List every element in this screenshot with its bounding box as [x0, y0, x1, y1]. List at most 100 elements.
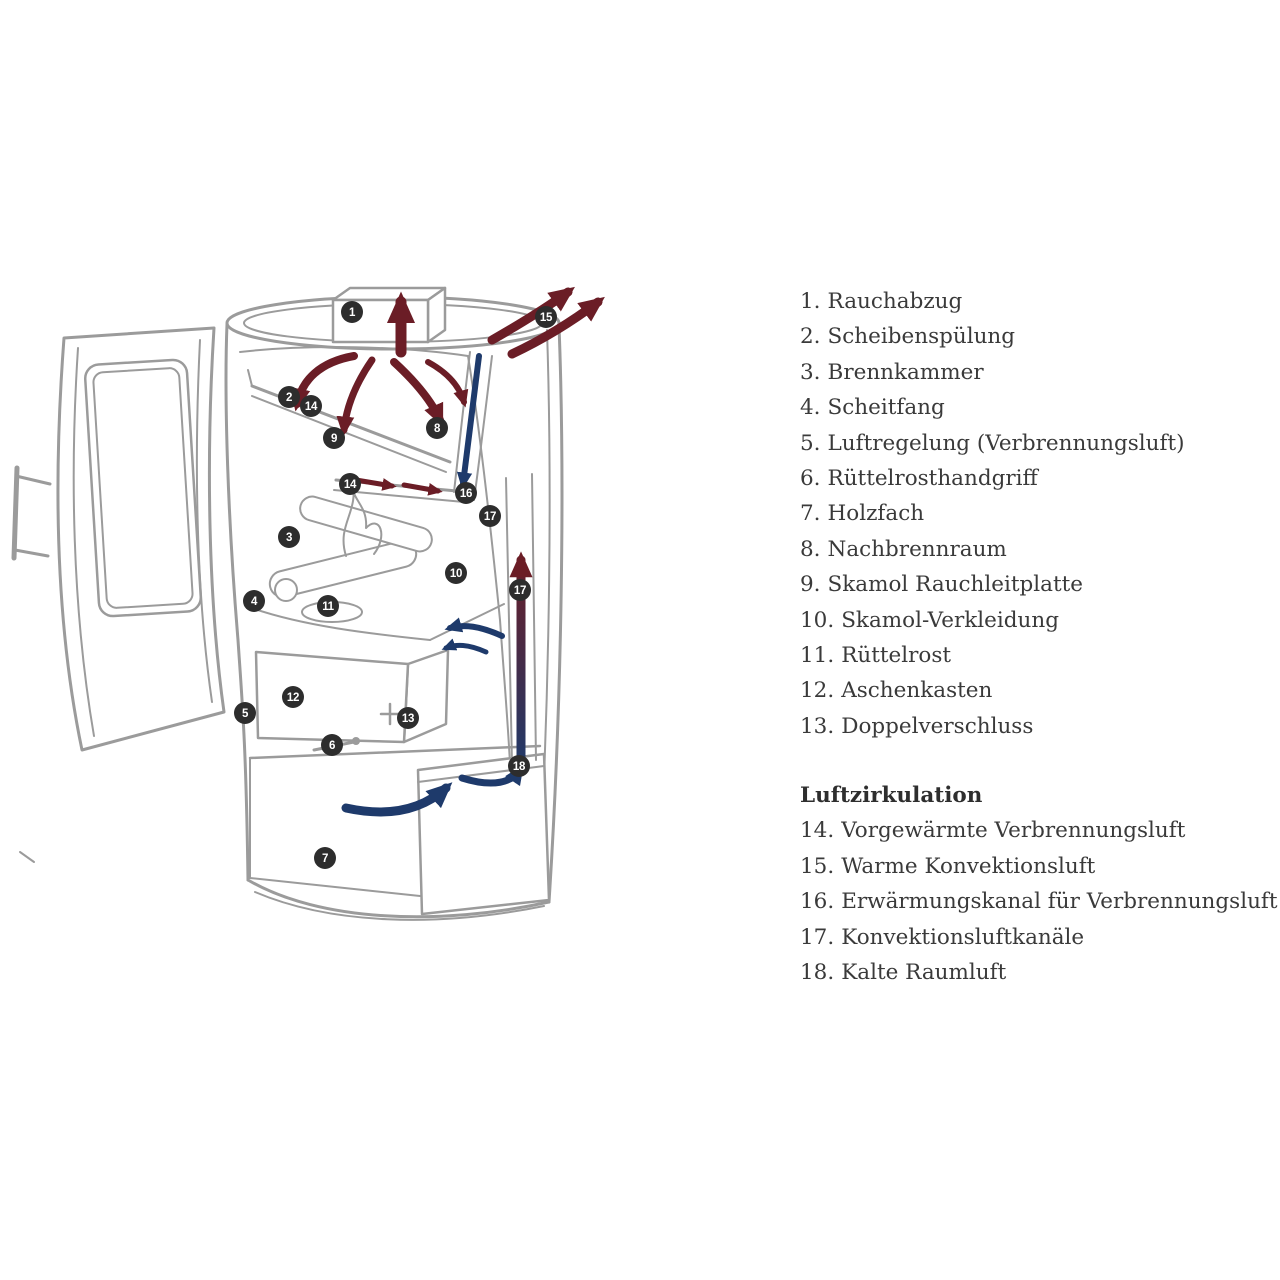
door-window — [83, 358, 203, 618]
legend-item-8: 8.Nachbrennraum — [800, 532, 1278, 567]
svg-text:16: 16 — [460, 488, 472, 500]
svg-text:15: 15 — [540, 312, 553, 324]
legend-number: 10. — [800, 607, 835, 633]
legend-item-18: 18.Kalte Raumluft — [800, 955, 1278, 990]
legend-label: Rauchabzug — [827, 289, 963, 314]
svg-text:17: 17 — [484, 511, 496, 523]
legend-number: 8. — [800, 536, 821, 562]
legend-item-2: 2.Scheibenspülung — [800, 319, 1278, 354]
legend-label: Skamol Rauchleitplatte — [827, 572, 1083, 598]
legend-number: 6. — [800, 465, 821, 491]
legend-number: 4. — [800, 395, 821, 421]
legend-number: 13. — [800, 713, 835, 739]
legend-number: 2. — [800, 324, 821, 350]
marker-12: 12 — [282, 686, 304, 708]
legend-label: Scheibenspülung — [827, 324, 1016, 350]
marker-13: 13 — [397, 707, 419, 729]
marker-16: 16 — [455, 482, 477, 504]
legend-label: Kalte Raumluft — [841, 960, 1007, 986]
legend-item-12: 12.Aschenkasten — [800, 673, 1278, 708]
legend-number: 3. — [800, 359, 821, 385]
legend-label: Vorgewärmte Verbrennungsluft — [841, 818, 1186, 844]
marker-8: 8 — [426, 417, 448, 439]
legend-label: Konvektionsluftkanäle — [841, 924, 1085, 950]
legend-label: Warme Konvektionsluft — [841, 853, 1096, 879]
legend-number: 1. — [800, 289, 821, 314]
svg-text:14: 14 — [305, 401, 318, 413]
marker-6: 6 — [321, 734, 343, 756]
svg-text:9: 9 — [331, 433, 337, 445]
svg-text:7: 7 — [322, 853, 328, 865]
legend-number: 18. — [800, 960, 835, 986]
convection-channel-walls — [453, 351, 537, 765]
marker-15: 15 — [535, 306, 557, 328]
marker-4: 4 — [243, 590, 265, 612]
legend: 1.Rauchabzug 2.Scheibenspülung 3.Brennka… — [800, 284, 1278, 990]
legend-number: 17. — [800, 924, 835, 950]
legend-label: Scheitfang — [827, 395, 945, 421]
legend-item-16: 16.Erwärmungskanal für Verbrennungsluft — [800, 884, 1278, 919]
legend-item-13: 13.Doppelverschluss — [800, 709, 1278, 744]
legend-label: Nachbrennraum — [827, 536, 1007, 562]
marker-14a: 14 — [300, 395, 322, 417]
svg-text:13: 13 — [402, 713, 414, 725]
legend-number: 11. — [800, 642, 835, 668]
legend-number: 9. — [800, 572, 821, 598]
door-handle — [11, 465, 52, 561]
legend-label: Rüttelrosthandgriff — [827, 465, 1038, 491]
legend-number: 16. — [800, 889, 835, 915]
legend-number: 14. — [800, 818, 835, 844]
svg-text:17: 17 — [514, 585, 526, 597]
marker-5: 5 — [234, 702, 256, 724]
svg-text:1: 1 — [349, 307, 356, 319]
svg-text:8: 8 — [434, 423, 441, 435]
legend-item-17: 17.Konvektionsluftkanäle — [800, 920, 1278, 955]
stove-interior — [239, 346, 551, 916]
legend-item-10: 10.Skamol-Verkleidung — [800, 603, 1278, 638]
legend-section-heading: Luftzirkulation — [800, 783, 983, 809]
legend-item-15: 15.Warme Konvektionsluft — [800, 849, 1278, 884]
legend-label: Holzfach — [827, 501, 925, 527]
legend-label: Rüttelrost — [841, 642, 952, 668]
svg-text:4: 4 — [251, 596, 258, 608]
wood-compartment — [248, 744, 551, 916]
svg-text:5: 5 — [242, 708, 249, 720]
stove-door — [11, 326, 226, 863]
legend-label: Luftregelung (Verbrennungsluft) — [827, 430, 1185, 456]
legend-item-7: 7.Holzfach — [800, 496, 1278, 531]
marker-11: 11 — [317, 595, 339, 617]
legend-number: 7. — [800, 501, 821, 527]
svg-text:2: 2 — [286, 392, 292, 404]
legend-item-9: 9.Skamol Rauchleitplatte — [800, 567, 1278, 602]
svg-text:6: 6 — [329, 740, 335, 752]
legend-item-11: 11.Rüttelrost — [800, 638, 1278, 673]
legend-item-5: 5.Luftregelung (Verbrennungsluft) — [800, 426, 1278, 461]
legend-item-14: 14.Vorgewärmte Verbrennungsluft — [800, 813, 1278, 848]
flame — [342, 479, 383, 557]
marker-3: 3 — [278, 526, 300, 548]
marker-7: 7 — [314, 847, 336, 869]
svg-text:18: 18 — [513, 761, 526, 773]
diagram-markers: 1 15 2 14 9 8 14 16 17 3 10 17 4 11 12 1… — [234, 301, 557, 869]
legend-label: Erwärmungskanal für Verbrennungsluft — [841, 889, 1278, 915]
legend-item-3: 3.Brennkammer — [800, 355, 1278, 390]
marker-14b: 14 — [339, 473, 361, 495]
legend-label: Brennkammer — [827, 359, 984, 385]
svg-text:14: 14 — [344, 479, 357, 491]
marker-17b: 17 — [509, 579, 531, 601]
marker-17a: 17 — [479, 505, 501, 527]
smoke-flow-arrows — [290, 286, 605, 496]
svg-text:11: 11 — [322, 601, 334, 613]
marker-1: 1 — [341, 301, 363, 323]
legend-number: 15. — [800, 853, 835, 879]
legend-item-1: 1.Rauchabzug — [800, 284, 1278, 319]
legend-label: Doppelverschluss — [841, 713, 1034, 739]
stove-cutaway-diagram: 1 15 2 14 9 8 14 16 17 3 10 17 4 11 12 1… — [11, 286, 605, 921]
legend-item-4: 4.Scheitfang — [800, 390, 1278, 425]
legend-number: 5. — [800, 430, 821, 456]
cold-air-flow-arrows — [341, 353, 524, 817]
legend-item-6: 6.Rüttelrosthandgriff — [800, 461, 1278, 496]
legend-label: Aschenkasten — [841, 678, 993, 704]
marker-10: 10 — [445, 562, 467, 584]
